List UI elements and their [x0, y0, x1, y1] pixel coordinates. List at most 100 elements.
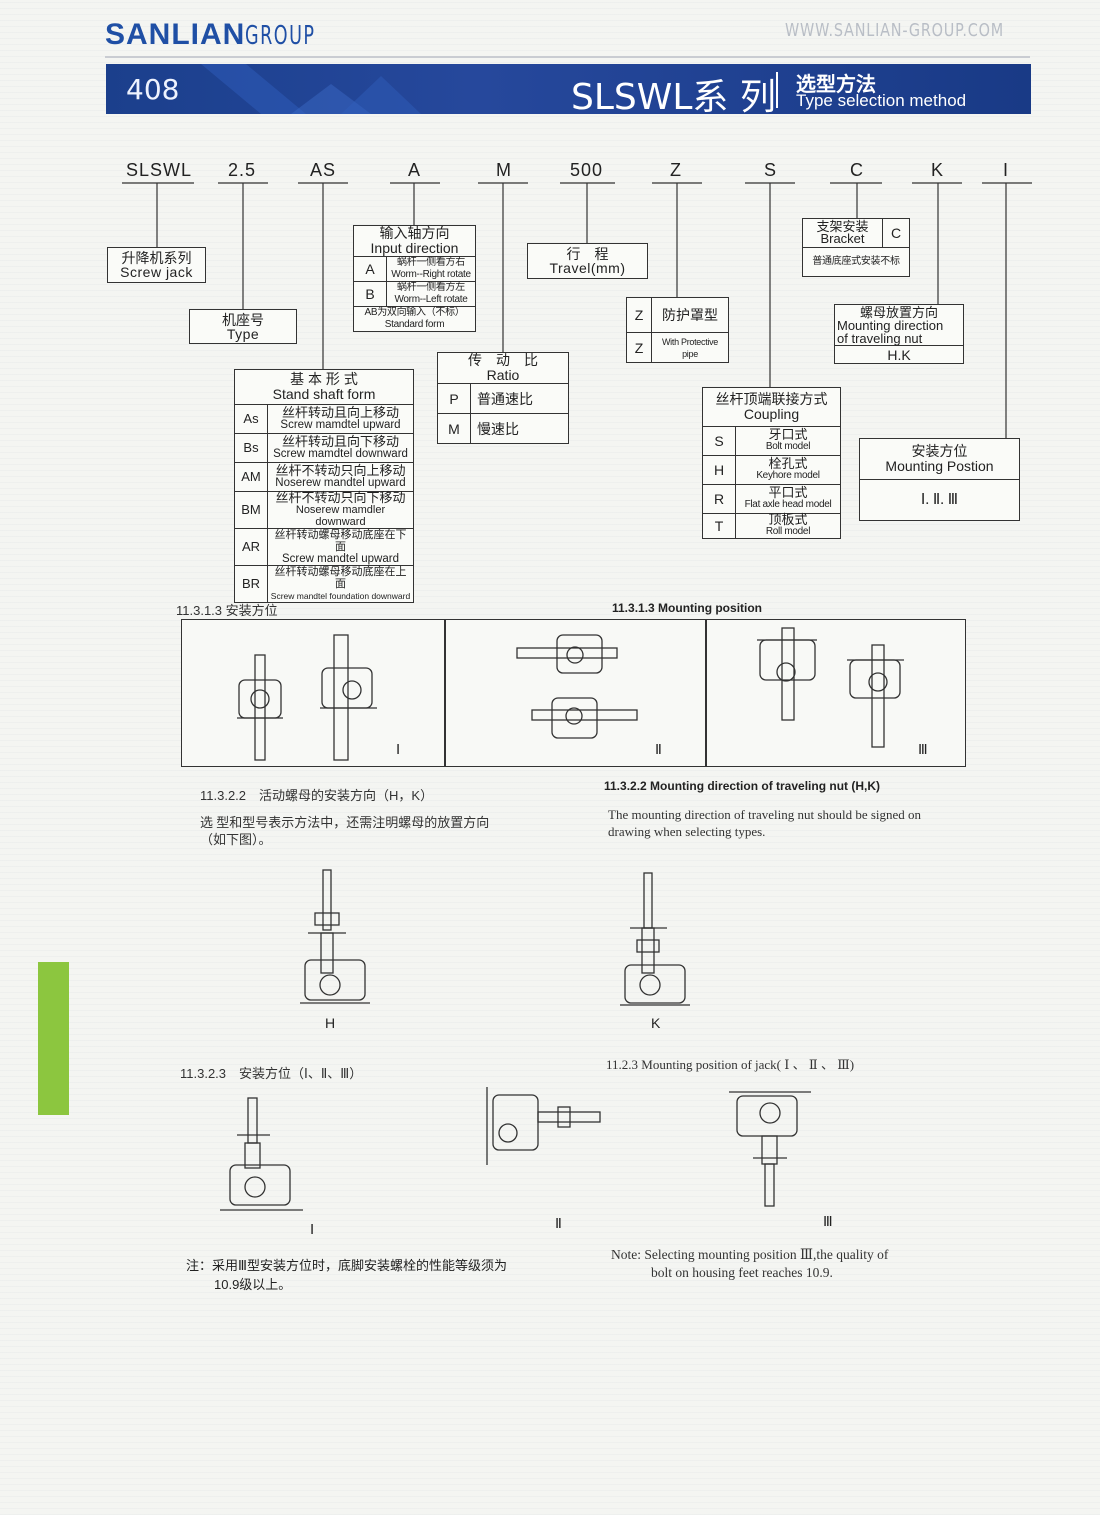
mounting-positions-frame: Ⅰ Ⅱ Ⅲ — [181, 619, 966, 767]
coupling-cn: 牙口式 — [768, 427, 808, 442]
nut-direction-text-en: The mounting direction of traveling nut … — [608, 806, 921, 840]
coupling-cn: 平口式 — [768, 485, 808, 500]
code-coupling: S — [764, 160, 778, 180]
coupling-en: Roll model — [765, 526, 811, 537]
section-mount-en: 11.3.1.3 Mounting position — [612, 601, 763, 615]
coupling-title-cn: 丝杆顶端联接方式 — [715, 391, 828, 407]
page-number: 408 — [126, 73, 180, 106]
bracket-en: Bracket — [820, 231, 865, 246]
ratio-value: 慢速比 — [470, 413, 569, 444]
coupling-key: R — [702, 484, 736, 514]
jack-position-label-3: Ⅲ — [823, 1215, 833, 1230]
input-cn: 蜗杆一侧看方左 — [397, 282, 465, 293]
stand-en: Screw mandtel upward — [282, 553, 399, 565]
position-label-3: Ⅲ — [918, 743, 928, 758]
nut-dir-en1: Mounting direction — [837, 317, 944, 333]
coupling-cn: 顶板式 — [768, 512, 808, 527]
jack-position-label-2: Ⅱ — [555, 1217, 562, 1232]
code-protect: Z — [670, 160, 682, 180]
stand-key: AR — [234, 528, 268, 566]
coupling-key: S — [702, 426, 736, 456]
protect-key: Z — [626, 332, 652, 363]
stand-cn: 丝杆转动且向上移动 — [281, 405, 399, 420]
coupling-key: H — [702, 455, 736, 485]
ratio-key: P — [437, 383, 471, 414]
stand-cn: 丝杆转动螺母移动底座在上面 — [274, 566, 407, 590]
input-en: Worm--Left rotate — [394, 294, 468, 305]
protect-value: With Protective pipe — [651, 332, 729, 363]
brand-logo: SANLIANGROUP — [105, 18, 339, 52]
note-cn-line2: 10.9级以上。 — [214, 1277, 292, 1292]
code-type: 2.5 — [228, 160, 257, 180]
nut-direction-h-drawing — [300, 869, 370, 1004]
code-bracket: C — [850, 160, 864, 180]
nut-text-en-line2: drawing when selecting types. — [608, 824, 766, 839]
input-note-cn: AB为双向输入（不标） — [364, 307, 465, 318]
mounting-position-drawings — [237, 627, 904, 761]
input-en: Worm--Right rotate — [391, 269, 471, 280]
section-mount-cn: 11.3.1.3 安装方位 — [176, 603, 278, 618]
input-key: A — [353, 256, 387, 282]
screw-jack-en: Screw jack — [120, 264, 193, 280]
note-en-line1: Note: Selecting mounting position Ⅲ,the … — [611, 1247, 889, 1262]
section-jack-position-en: 11.2.3 Mounting position of jack( Ⅰ 、 Ⅱ … — [606, 1057, 855, 1072]
nut-dir-en2: of traveling nut — [837, 330, 923, 346]
note-en-line2: bolt on housing feet reaches 10.9. — [651, 1265, 833, 1280]
stand-key: BR — [234, 565, 268, 603]
table-row: 普通底座式安装不标 — [802, 247, 910, 277]
mount-pos-cn: 安装方位 — [911, 443, 968, 459]
stand-title-en: Stand shaft form — [272, 386, 376, 402]
protect-value: 防护罩型 — [651, 297, 729, 333]
section-nut-direction-en: 11.3.2.2 Mounting direction of traveling… — [604, 779, 881, 793]
note-en: Note: Selecting mounting position Ⅲ,the … — [611, 1246, 888, 1282]
ratio-key: M — [437, 413, 471, 444]
brand-name: SANLIAN — [105, 18, 246, 51]
stand-cn: 丝杆转动螺母移动底座在下面 — [274, 529, 407, 553]
website-url: WWW.SANLIAN-GROUP.COM — [785, 20, 1004, 41]
jack-position-label-1: Ⅰ — [310, 1223, 315, 1238]
nut-direction-k-drawing — [620, 872, 690, 1006]
type-cn: 机座号 — [222, 312, 264, 328]
input-title-cn: 输入轴方向 — [379, 225, 450, 241]
coupling-key: T — [702, 513, 736, 539]
header-rule — [105, 56, 1030, 58]
section-jack-position-cn: 11.3.2.3 安装方位（Ⅰ、Ⅱ、Ⅲ） — [180, 1066, 363, 1081]
coupling-en: Keyhore model — [756, 470, 820, 481]
title-en: Type selection method — [796, 91, 967, 110]
code-mount-position: I — [1003, 160, 1010, 180]
input-cn: 蜗杆一侧看方右 — [397, 257, 465, 268]
nut-direction-text-cn: 选 型和型号表示方法中，还需注明螺母的放置方向 （如下图）。 — [200, 814, 489, 848]
box-screw-jack: 升降机系列 Screw jack — [107, 247, 206, 283]
nut-text-cn-line1: 选 型和型号表示方法中，还需注明螺母的放置方向 — [200, 815, 490, 830]
stand-cn: 丝杆不转动只向下移动 — [275, 490, 406, 505]
jack-position-2-drawing — [486, 1087, 601, 1165]
bracket-cn: 支架安装 — [816, 219, 869, 234]
stand-en: Screw mandtel foundation downward — [270, 591, 411, 601]
frame-divider — [705, 620, 707, 766]
ratio-title-cn: 传 动 比 — [468, 352, 538, 368]
side-tab-marker — [38, 962, 69, 1115]
stand-cn: 丝杆转动且向下移动 — [281, 434, 399, 449]
nut-dir-cn: 螺母放置方向 — [859, 304, 938, 320]
code-input: A — [408, 160, 422, 180]
nut-text-cn-line2: （如下图）。 — [200, 832, 272, 847]
